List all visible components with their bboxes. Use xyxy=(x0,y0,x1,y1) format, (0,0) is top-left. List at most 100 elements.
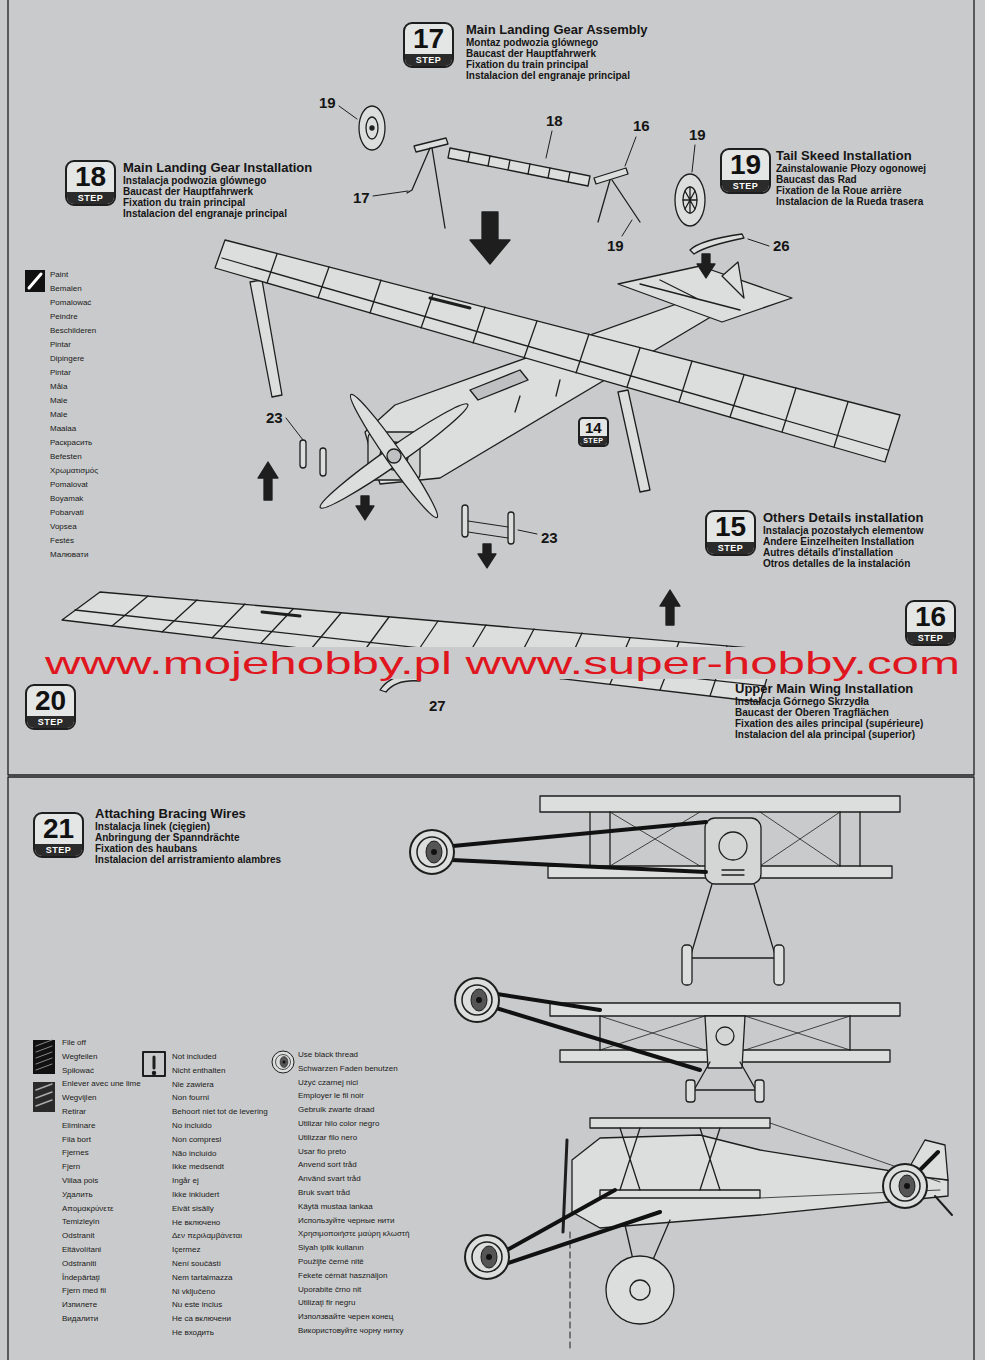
legend-text: Pomalować xyxy=(50,298,91,307)
legend-text: Festés xyxy=(50,536,74,545)
legend-text: Viilaa pois xyxy=(62,1176,98,1185)
step-word: STEP xyxy=(35,844,82,856)
legend-text: Nie zawiera xyxy=(172,1080,214,1089)
legend-text: Удалить xyxy=(62,1190,93,1199)
step-translation: Fixation des haubans xyxy=(95,843,281,854)
legend-text: Wegvijlen xyxy=(62,1093,97,1102)
callout-number: 18 xyxy=(545,113,564,129)
legend-text: Use black thread xyxy=(298,1050,358,1059)
callout-number: 27 xyxy=(428,698,447,714)
step-title: Upper Main Wing Installation xyxy=(735,681,923,696)
legend-text: Maalaa xyxy=(50,424,76,433)
step-node: 17STEPMain Landing Gear AssemblyMontaz p… xyxy=(403,22,454,72)
legend-text: Fekete cérnát használjon xyxy=(298,1271,387,1280)
step-translation: Instalacja Górnego Skrzydła xyxy=(735,696,923,707)
legend-text: Uporabite črno nit xyxy=(298,1285,361,1294)
legend-text: Vopsea xyxy=(50,522,77,531)
callout-number: 23 xyxy=(540,530,559,546)
legend-text: Použijte černé nitě xyxy=(298,1257,364,1266)
legend-text: Δεν περιλαμβάνεται xyxy=(172,1231,242,1240)
legend-text: Bemalen xyxy=(50,284,82,293)
legend-text: Behoort niet tot de levering xyxy=(172,1107,268,1116)
step-node: 18STEPMain Landing Gear InstallationInst… xyxy=(65,160,116,210)
step-heading: Upper Main Wing InstallationInstalacja G… xyxy=(735,681,923,740)
step-translation: Instalacion del engranaje principal xyxy=(466,70,648,81)
legend-text: Nu este inclus xyxy=(172,1300,222,1309)
step-heading: Main Landing Gear InstallationInstalacja… xyxy=(123,160,312,219)
legend-text: Видалити xyxy=(62,1314,98,1323)
legend-text: Utilizar hilo color negro xyxy=(298,1119,379,1128)
step-translation: Montaz podwozia glównego xyxy=(466,37,648,48)
step-translation: Fixation de la Roue arrière xyxy=(776,185,926,196)
step-node: 21STEPAttaching Bracing WiresInstalacja … xyxy=(33,812,84,862)
legend-text: Χρωματισμός xyxy=(50,466,98,475)
legend-text: Male xyxy=(50,396,67,405)
legend-text: Не входить xyxy=(172,1328,214,1337)
step-translation: Baucast der Oberen Tragflächen xyxy=(735,707,923,718)
step-badge: 14STEP xyxy=(578,417,609,447)
step-number: 15 xyxy=(707,512,754,542)
legend-text: Nicht enthalten xyxy=(172,1066,225,1075)
legend-text: Ingår ej xyxy=(172,1176,199,1185)
legend-text: Ikke inkludert xyxy=(172,1190,219,1199)
step-translation: Zainstalowanie Płozy ogonowej xyxy=(776,163,926,174)
step-translation: Instalacion del engranaje principal xyxy=(123,208,312,219)
legend-text: Eliminare xyxy=(62,1121,95,1130)
legend-text: Enlever avec une lime xyxy=(62,1079,141,1088)
legend-text: Χρησιμοποιήστε μαύρη κλωστή xyxy=(298,1229,409,1238)
step-translation: Instalacja linek (cięgien) xyxy=(95,821,281,832)
step-number: 18 xyxy=(67,162,114,192)
legend-text: Використовуйте чорну нитку xyxy=(298,1326,403,1335)
legend-text: Pomalovat xyxy=(50,480,88,489)
legend-text: Befesten xyxy=(50,452,82,461)
legend-text: Dipingere xyxy=(50,354,84,363)
legend-text: Ikke medsendt xyxy=(172,1162,224,1171)
legend-text: Käytä mustaa lankaa xyxy=(298,1202,373,1211)
step-node: 19STEPTail Skeed InstallationZainstalowa… xyxy=(720,148,771,198)
step-heading: Tail Skeed InstallationZainstalowanie Pł… xyxy=(776,148,926,207)
legend-text: Paint xyxy=(50,270,68,279)
legend-text: Nem tartalmazza xyxy=(172,1273,232,1282)
legend-text: Използвайте черен конец xyxy=(298,1312,393,1321)
step-word: STEP xyxy=(580,436,607,445)
callout-number: 19 xyxy=(606,238,625,254)
step-title: Others Details installation xyxy=(763,510,924,525)
callout-number: 19 xyxy=(688,127,707,143)
legend-text: Eivät sisälly xyxy=(172,1204,214,1213)
legend-text: Siyah iplik kullanın xyxy=(298,1243,364,1252)
legend-text: Usar fio preto xyxy=(298,1147,346,1156)
legend-text: Anvend sort tråd xyxy=(298,1160,357,1169)
legend-text: Není součástí xyxy=(172,1259,221,1268)
legend-text: Odstraniti xyxy=(62,1259,96,1268)
legend-text: Απομακρύνετε xyxy=(62,1204,114,1213)
legend-text: Utilizzar filo nero xyxy=(298,1133,357,1142)
step-number: 16 xyxy=(907,602,954,632)
step-translation: Instalacja podwozia glównego xyxy=(123,175,312,186)
legend-text: Temizleyin xyxy=(62,1217,99,1226)
legend-text: Odstranit xyxy=(62,1231,94,1240)
legend-text: Не са включени xyxy=(172,1314,231,1323)
legend-text: Employer le fil noir xyxy=(298,1091,364,1100)
legend-text: Içermez xyxy=(172,1245,200,1254)
step-translation: Instalacja pozostałych elementow xyxy=(763,525,924,536)
legend-text: Beschilderen xyxy=(50,326,96,335)
step-translation: Instalacion del ala principal (superior) xyxy=(735,729,923,740)
step-translation: Baucast der Hauptfahrwerk xyxy=(466,48,648,59)
legend-text: Не включено xyxy=(172,1218,220,1227)
step-number: 19 xyxy=(722,150,769,180)
step-badge: 15STEP xyxy=(705,510,756,556)
legend-text: Ni vključeno xyxy=(172,1287,215,1296)
watermark: www.mojehobby.pl www.super-hobby.com xyxy=(45,647,960,679)
step-number: 17 xyxy=(405,24,452,54)
legend-text: No incluido xyxy=(172,1121,212,1130)
step-translation: Fixation du train principal xyxy=(123,197,312,208)
step-heading: Others Details installationInstalacja po… xyxy=(763,510,924,569)
legend-text: Изпилете xyxy=(62,1300,97,1309)
legend-text: Bruk svart tråd xyxy=(298,1188,350,1197)
step-number: 14 xyxy=(580,419,607,436)
legend-text: Retirar xyxy=(62,1107,86,1116)
step-title: Main Landing Gear Assembly xyxy=(466,22,648,37)
step-node: 14STEP xyxy=(578,417,609,451)
callout-number: 26 xyxy=(772,238,791,254)
legend-text: Используйте черные нити xyxy=(298,1216,394,1225)
